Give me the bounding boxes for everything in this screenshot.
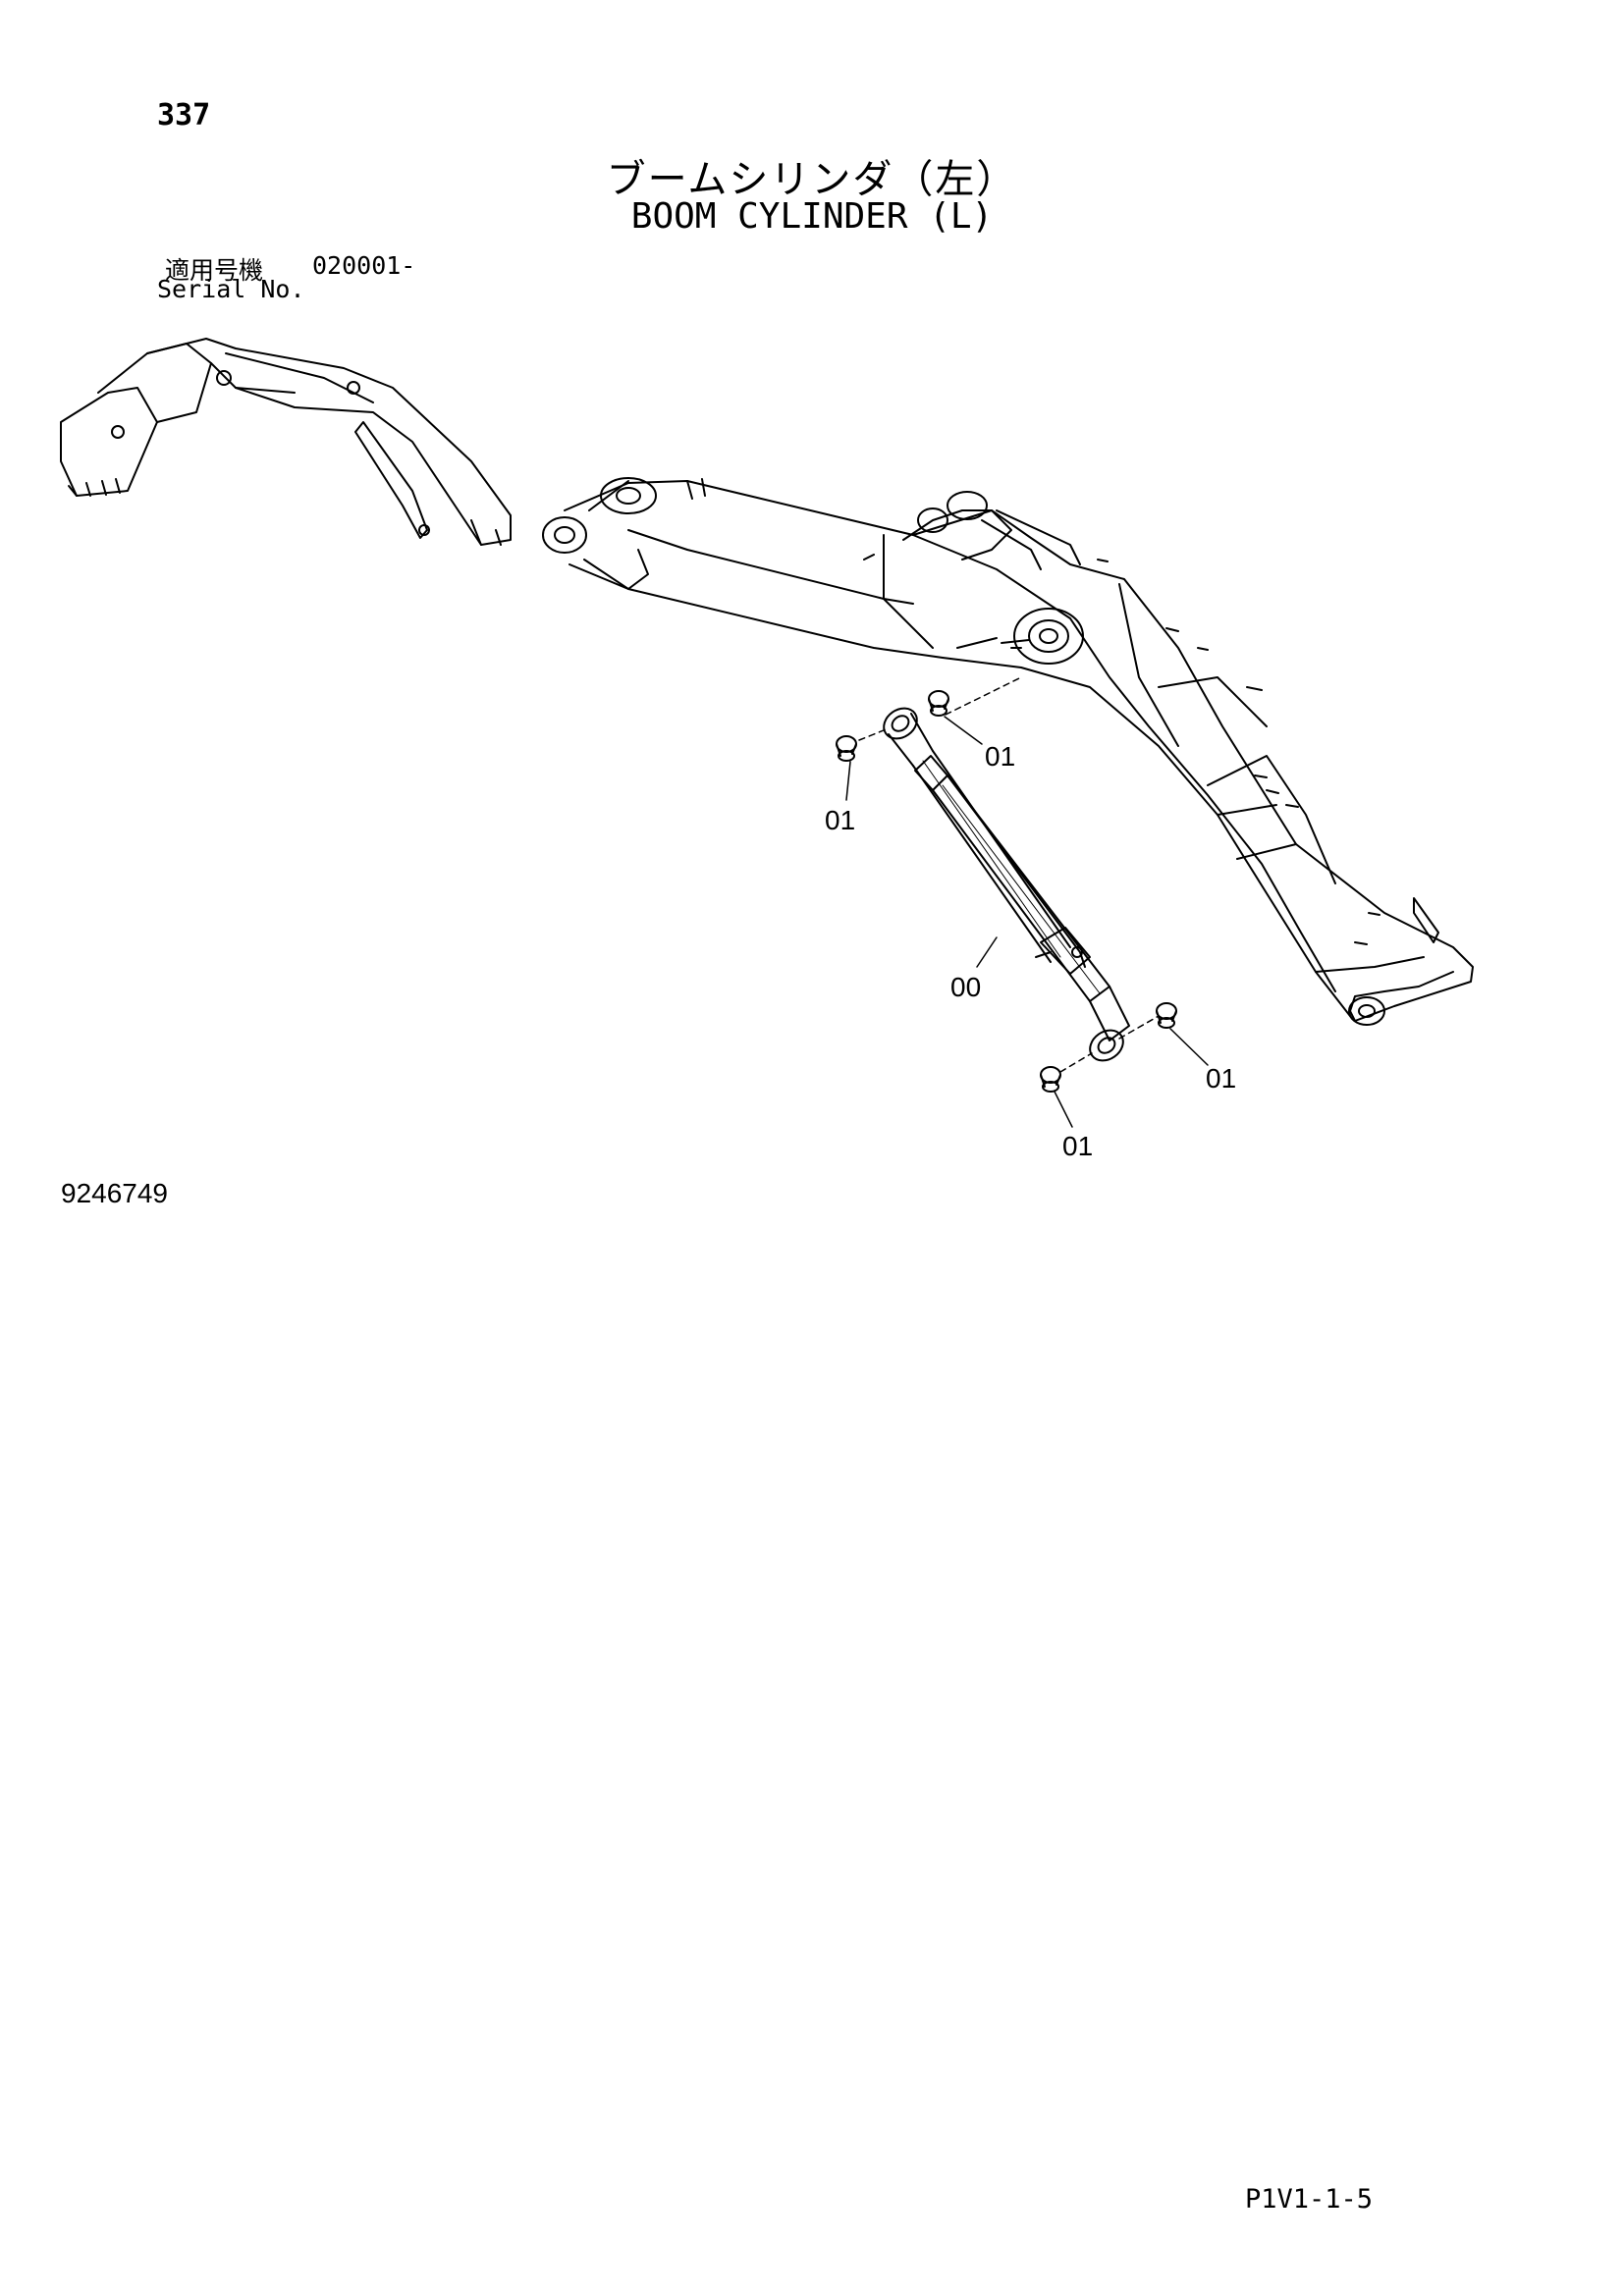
boom [542,477,1474,1026]
title-english: BOOM CYLINDER (L) [630,196,994,237]
callout-bushing-top: 01 [985,741,1015,772]
bushings [836,690,1177,1093]
leader-lines [845,676,1209,1128]
page-number: 337 [157,98,211,133]
serial-label-english: Serial No. [157,275,305,303]
callout-cylinder: 00 [950,972,981,1002]
boom-cylinder [883,707,1130,1062]
callout-bushing-right: 01 [1206,1063,1236,1094]
serial-range: 020001- [312,251,416,280]
document-number: 9246749 [61,1178,169,1208]
serial-label-japanese: 適用号機 [165,256,264,285]
callout-bushing-left: 01 [825,805,855,835]
title-japanese: ブームシリンダ（左） [606,157,1018,202]
figure-code: P1V1-1-5 [1245,2184,1374,2215]
attachment-overview [60,338,512,546]
callout-bushing-bottom: 01 [1062,1131,1093,1161]
